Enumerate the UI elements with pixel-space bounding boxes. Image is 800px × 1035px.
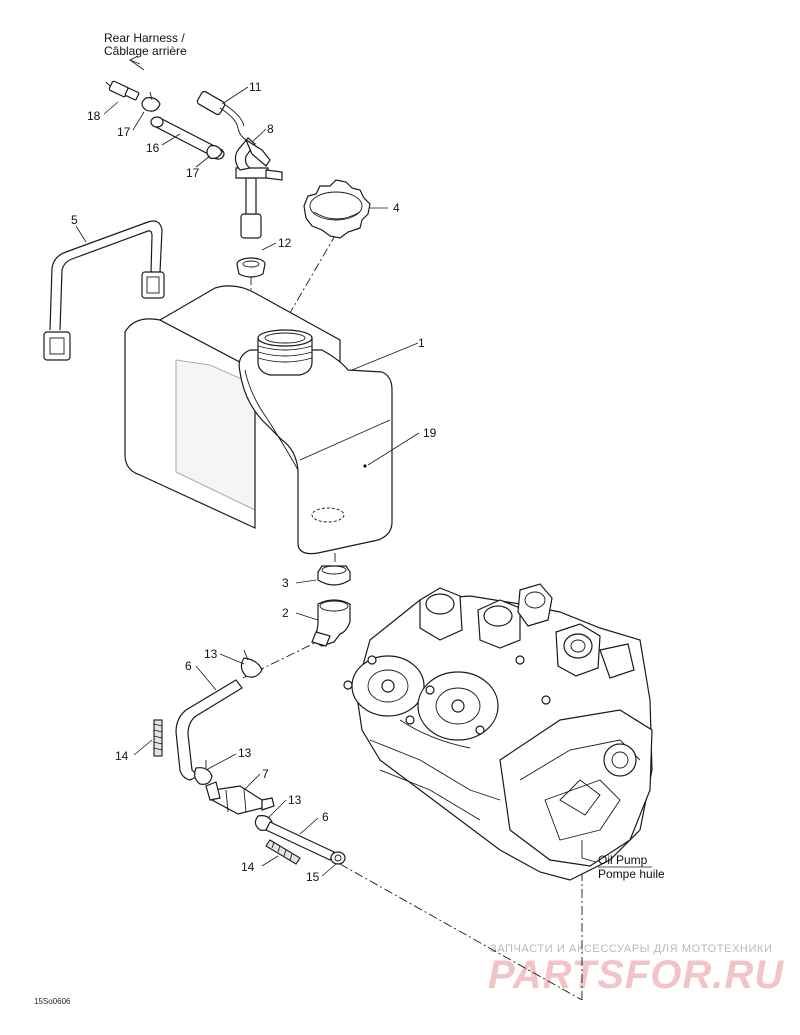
callout-12: 12 — [278, 236, 292, 250]
oil-tank — [124, 285, 393, 555]
callout-14-lower: 14 — [241, 860, 255, 874]
reference-notes: Rear Harness / Câblage arrière Oil Pump … — [104, 31, 665, 881]
callout-8: 8 — [267, 122, 274, 136]
engine-assembly — [343, 583, 653, 881]
oil-filter — [205, 781, 275, 815]
callout-6-upper: 6 — [185, 659, 192, 673]
callout-17-upper: 17 — [117, 125, 131, 139]
rear-harness-label-en: Rear Harness / — [104, 31, 185, 45]
hose-clamp-bottom — [330, 851, 346, 865]
callout-11: 11 — [249, 80, 262, 94]
oil-pump-label-fr: Pompe huile — [598, 867, 665, 881]
watermark-line1: ЗАПЧАСТИ И АКСЕССУАРЫ ДЛЯ МОТОТЕХНИКИ — [490, 943, 772, 955]
leader-lines — [75, 55, 597, 877]
callout-7: 7 — [262, 767, 269, 781]
grommet — [236, 257, 266, 278]
outlet-elbow — [311, 599, 351, 647]
oil-pump-label-en: Oil Pump — [598, 853, 648, 867]
callout-16: 16 — [146, 141, 160, 155]
tank-cap — [303, 179, 371, 239]
hose-clamp-mid — [194, 760, 213, 785]
callout-19: 19 — [423, 426, 437, 440]
vent-fitting — [235, 167, 283, 239]
callout-4: 4 — [393, 201, 400, 215]
callout-13-low: 13 — [288, 793, 302, 807]
spring-left-lower — [265, 839, 301, 865]
callout-14-upper: 14 — [115, 749, 129, 763]
watermark: ЗАПЧАСТИ И АКСЕССУАРЫ ДЛЯ МОТОТЕХНИКИ PA… — [488, 943, 784, 997]
callouts: 1 4 5 8 11 12 19 3 2 13 6 14 13 7 13 6 1… — [71, 80, 437, 884]
callout-1: 1 — [418, 336, 425, 350]
outlet-grommet — [317, 565, 351, 586]
callout-5: 5 — [71, 213, 78, 227]
spring-left-upper — [153, 719, 163, 757]
callout-13-top: 13 — [204, 647, 218, 661]
oil-hose-upper — [175, 679, 243, 781]
callout-17-lower: 17 — [186, 166, 200, 180]
callout-3: 3 — [282, 576, 289, 590]
watermark-line2: PARTSFOR.RU — [488, 953, 784, 997]
callout-18: 18 — [87, 109, 101, 123]
oil-hose-lower — [265, 821, 335, 861]
vent-line — [105, 80, 271, 171]
callout-6-lower: 6 — [322, 810, 329, 824]
hose-clamp-top — [240, 649, 263, 678]
callout-2: 2 — [282, 606, 289, 620]
strap — [43, 220, 165, 361]
callout-13-mid: 13 — [238, 746, 252, 760]
callout-15: 15 — [306, 870, 320, 884]
drawing-code: 15So0606 — [34, 997, 71, 1006]
rear-harness-label-fr: Câblage arrière — [104, 44, 187, 58]
